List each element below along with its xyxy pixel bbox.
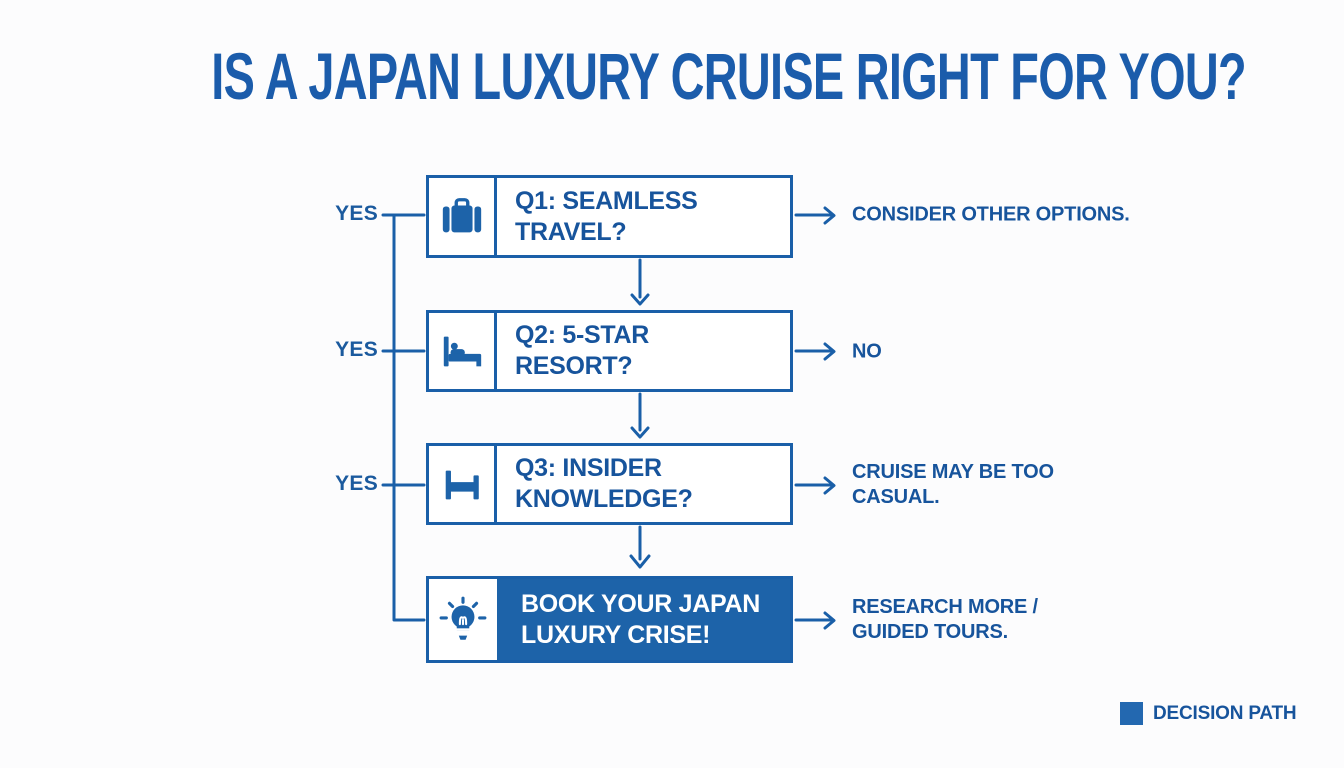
bed-occupied-icon — [443, 336, 481, 367]
page-title: IS A JAPAN LUXURY CRUISE RIGHT FOR YOU? — [0, 40, 1344, 131]
yes-label-1: YES — [335, 202, 378, 225]
down-arrow-2 — [630, 392, 650, 439]
suitcase-icon — [442, 197, 481, 232]
yes-path-trunk — [392, 213, 426, 622]
node-q3-label: Q3: INSIDER KNOWLEDGE? — [515, 454, 693, 513]
node-final-label: BOOK YOUR JAPAN LUXURY CRISE! — [521, 589, 761, 649]
outcome-q3: CRUISE MAY BE TOO CASUAL. — [852, 461, 1054, 508]
outcome-q2: NO — [852, 340, 882, 363]
node-q1-label: Q1: SEAMLESS TRAVEL? — [515, 186, 698, 246]
node-final-icon-cell — [429, 579, 497, 660]
bed-icon — [445, 470, 479, 500]
down-arrow-3 — [629, 525, 651, 569]
legend-swatch — [1120, 702, 1143, 725]
legend: DECISION PATH — [1120, 702, 1297, 725]
lightbulb-icon — [439, 596, 487, 640]
right-arrow-3 — [794, 476, 836, 495]
node-q3: Q3: INSIDER KNOWLEDGE? — [426, 443, 793, 525]
node-q2: Q2: 5-STAR RESORT? — [426, 310, 793, 392]
node-q2-icon-cell — [429, 313, 497, 389]
node-q2-label: Q2: 5-STAR RESORT? — [515, 321, 650, 380]
legend-label: DECISION PATH — [1153, 702, 1297, 724]
right-arrow-2 — [794, 342, 836, 361]
node-q3-icon-cell — [429, 446, 497, 522]
page-title-text: IS A JAPAN LUXURY CRUISE RIGHT FOR YOU? — [211, 39, 1246, 113]
outcome-q1: CONSIDER OTHER OPTIONS. — [852, 203, 1130, 226]
node-q1-icon-cell — [429, 178, 497, 255]
right-arrow-4 — [794, 611, 836, 630]
yes-label-3: YES — [335, 472, 378, 495]
right-arrow-1 — [794, 206, 836, 225]
yes-label-2: YES — [335, 338, 378, 361]
outcome-final: RESEARCH MORE / GUIDED TOURS. — [852, 596, 1038, 643]
node-q1: Q1: SEAMLESS TRAVEL? — [426, 175, 793, 258]
node-final: BOOK YOUR JAPAN LUXURY CRISE! — [426, 576, 793, 663]
down-arrow-1 — [630, 258, 650, 306]
